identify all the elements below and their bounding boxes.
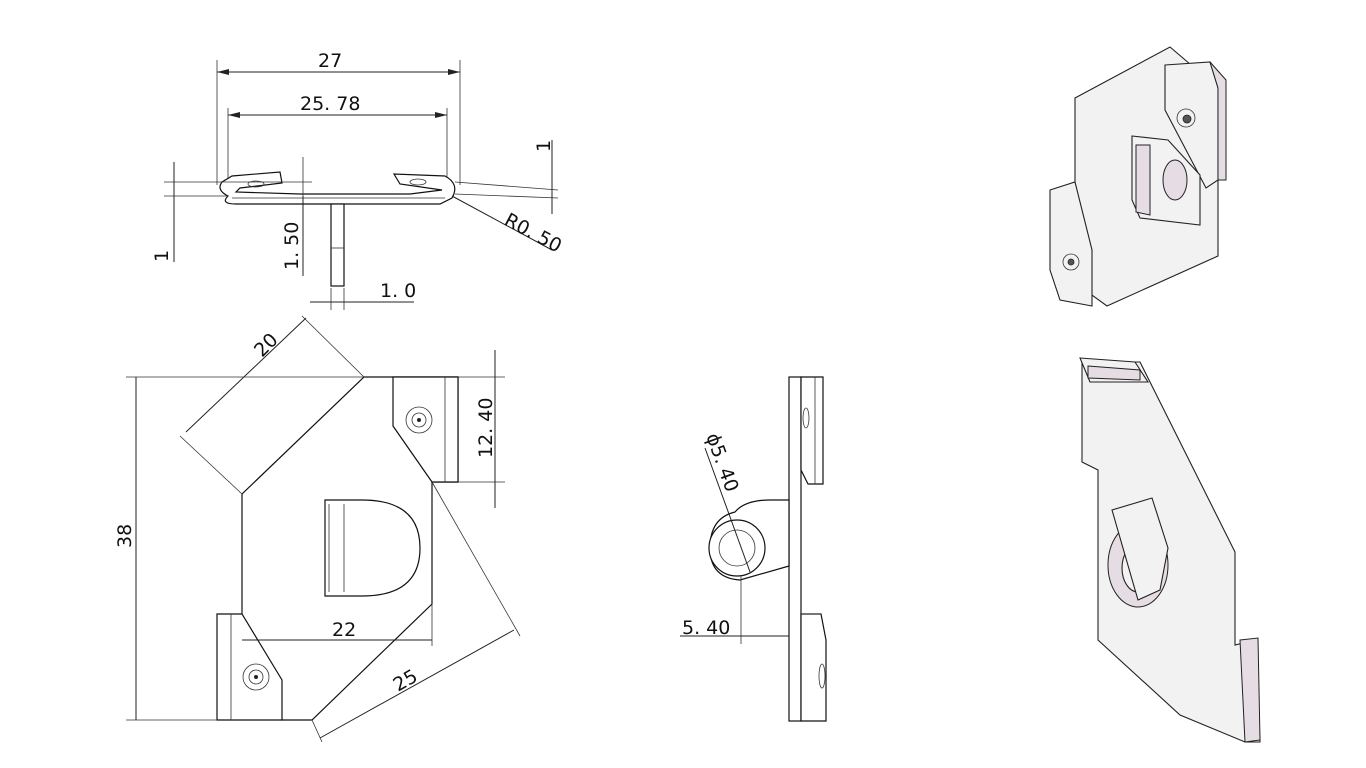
top-view-pin [330, 203, 345, 287]
dim-1-left: 1 [151, 250, 173, 262]
front-cutout [324, 499, 421, 597]
dim-12-40: 12. 40 [475, 398, 497, 458]
dim-5-40: 5. 40 [682, 617, 730, 639]
dim-22: 22 [332, 619, 356, 641]
top-view: 27 25. 78 1 1 1. 50 1. 0 [151, 50, 565, 310]
dim-1-0: 1. 0 [380, 280, 416, 302]
side-view: ϕ5. 40 5. 40 [680, 376, 827, 722]
dim-25: 25 [390, 665, 422, 696]
dim-1-50: 1. 50 [281, 222, 303, 270]
iso2-tab-bottom [1239, 637, 1261, 743]
iso1-tab-bottom [1049, 181, 1093, 307]
isometric-view-front [1079, 357, 1261, 743]
iso2-lug [1111, 497, 1169, 601]
top-view-profile [219, 171, 456, 205]
side-tab-bottom [800, 613, 827, 722]
iso2-plate [1081, 361, 1261, 743]
front-view: 20 38 12. 40 22 25 [114, 315, 521, 743]
dim-phi-5-40: ϕ5. 40 [701, 430, 742, 495]
dim-38: 38 [114, 524, 136, 548]
isometric-view-back [1049, 46, 1227, 307]
dim-1-right: 1 [533, 140, 555, 152]
side-lug-ring [708, 519, 766, 577]
dim-27: 27 [318, 50, 342, 72]
side-tab-top [800, 376, 824, 485]
side-plate [788, 376, 802, 722]
front-tab-bottom [216, 613, 283, 721]
dim-20: 20 [250, 329, 283, 362]
dim-r0-50: R0. 50 [501, 209, 566, 257]
dim-25-78: 25. 78 [300, 93, 360, 115]
